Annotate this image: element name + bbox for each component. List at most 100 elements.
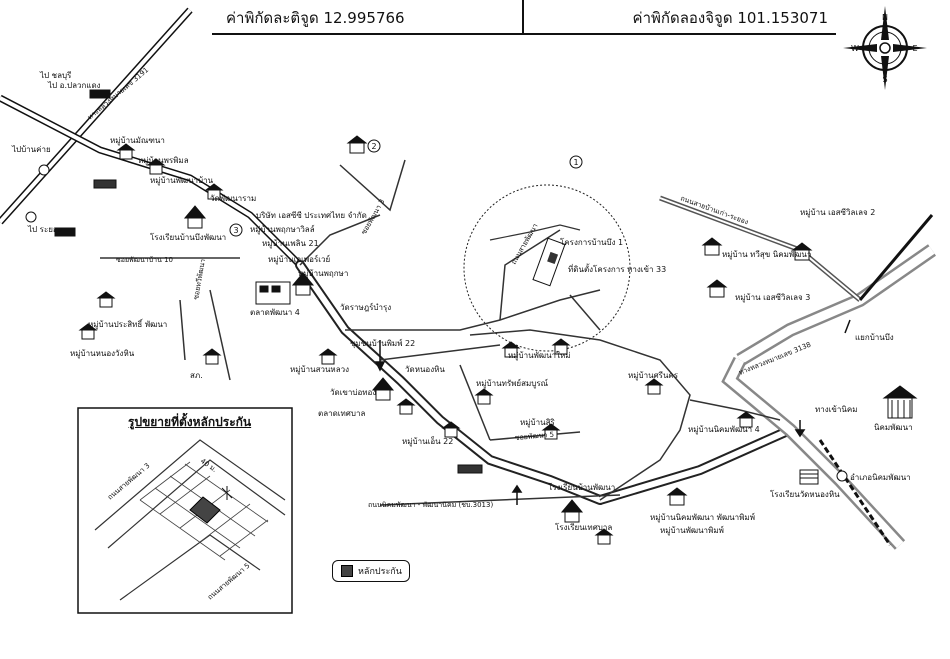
house-icon [666,487,688,506]
label-village-br: หมู่บ้านเอ็น 22 [402,436,453,447]
target-parcel [547,251,559,265]
longitude-label: ค่าพิกัดลองจิจูด 101.153071 [632,9,828,27]
road-s1: ซอยพัฒนาบ้าน 10 [116,256,173,264]
house-icon [501,341,521,358]
label-village-si: หมู่บ้านสิริ [520,418,555,428]
label-school3: โรงเรียนเทศบาล [555,522,612,532]
label-temple: วัดหนองหิน [405,365,445,374]
label-chonburi: ไป ชลบุรี [39,71,72,80]
legend-swatch [341,565,353,577]
house-icon [396,398,416,415]
label-village-sp: หมู่บ้านพฤกษาวิลล์ [250,224,315,235]
house-icon [594,528,614,545]
house-icon [701,237,723,256]
label-project: โครงการบ้านบึง 1 [560,237,623,247]
label-to-br: ไป อ.ปลวกแดง [47,81,101,90]
header-divider [522,0,524,33]
market-icon [255,281,291,305]
house-icon [791,242,813,261]
coordinates-header: ค่าพิกัดละติจูด 12.995766 ค่าพิกัดลองจิจ… [212,0,836,35]
label-school1: โรงเรียนบ้านบึงพัฒนา [150,232,226,242]
marker-2: 2 [371,142,376,151]
house-icon [474,388,494,405]
compass-w: W [851,44,859,53]
label-moo7: หมู่บ้านพัฒนาใหม่ [508,351,571,361]
label-village-sl: หมู่บ้านสวนหลวง [290,365,349,375]
label-moo-ph: หมู่บ้านนิคมพัฒนา พัฒนาพิมพ์ [650,512,755,523]
inset-map: ถนนสายพัฒนา 3 ถนนสายพัฒนา 5 40 ม. [77,407,293,614]
label-moo2-top: หมู่บ้านพรพิมล [138,156,189,166]
road-left2: ถนนสายพัฒนา [510,222,540,266]
house-icon [146,158,166,175]
label-village21: หมู่บ้านเพลิน 21 [262,239,319,249]
gas-station-icon [93,179,483,474]
house-icon [116,143,136,160]
label-wat: วัดพัฒนาราม [210,194,256,203]
school-icon [799,469,819,485]
inset-target-parcel [189,496,221,524]
label-to-right: ไปบ้านค่าย [11,145,51,154]
house-icon [441,421,461,438]
label-moo-phb: หมู่บ้านพัฒนาพิมพ์ [660,525,724,536]
label-moo4: ตลาดพัฒนา 4 [250,308,300,317]
road-bottom: ถนนนิคมพัฒนา - พัฒนานิคม (ชบ.3013) [368,501,493,509]
label-village-rn: หมู่บ้านทรัพย์สมบูรณ์ [476,378,549,389]
city-hall-icon [882,385,918,419]
inset-title: รูปขยายที่ตั้งหลักประกัน [128,415,252,429]
label-sub-office: แยกบ้านบึง [855,333,894,342]
label-village-tr: หมู่บ้านเอเพอร์เวย์ [268,254,330,265]
label-gate: ทางเข้านิคม [815,405,857,414]
compass-s: S [882,75,887,84]
label-moo22: ชุมชนบ้านพิมพ์ 22 [350,338,415,348]
label-nikhom: นิคมพัฒนา [874,423,913,432]
label-moo-r2: หมู่บ้าน ทวีสุข นิคมพัฒนา [722,250,811,260]
temple-icon [183,205,207,229]
label-police: สภ. [190,371,203,380]
marker-3: 3 [233,226,238,235]
road-mid2: ซอยพัฒนา 5 [514,431,554,442]
secondary-roads [100,159,781,506]
temple-icon [371,377,395,401]
label-target: ที่ดินตั้งโครงการ ทางเข้า 33 [568,263,666,274]
compass-n: N [882,13,888,22]
house-icon [736,411,756,428]
label-moo-r1: หมู่บ้าน เอสซีวิลเลจ 2 [800,208,875,218]
label-moo6: หมู่บ้านมัณฑนา [110,136,165,146]
label-moo-r4: หมู่บ้านนิคมพัฒนา 4 [688,425,760,435]
circled-markers: 2 3 1 [229,139,583,237]
house-icon [204,183,224,200]
label-moo3: หมู่บ้านประสิทธิ์ พัฒนา [88,318,167,330]
house-icon [551,338,571,355]
temple-icon [291,272,315,296]
zone-circle [463,184,631,352]
label-moo-r3: หมู่บ้าน เอสซีวิลเลจ 3 [735,293,810,303]
compass-rose-icon: N S W E [843,6,927,90]
legend-label: หลักประกัน [358,567,402,577]
house-icon [541,423,561,440]
pin-icon [25,164,848,482]
house-icon [96,291,116,308]
legend: หลักประกัน [332,560,410,582]
house-icon [318,348,338,365]
temple-icon [560,499,584,523]
label-moo8: หมู่บ้านศรีนคร [628,371,679,381]
railway [818,214,934,546]
latitude-label: ค่าพิกัดละติจูด 12.995766 [226,9,405,27]
direction-arrows [374,319,851,505]
factory-icon [54,89,111,237]
house-icon [644,378,664,395]
compass-e: E [912,44,917,53]
label-pk-top: หมู่บ้านพัฒนาบ้าน [150,176,214,186]
marker-1: 1 [573,158,578,167]
label-school2: โรงเรียนวัดหนองหิน [770,489,840,499]
label-rayong-top: ไป ระยอง [27,225,62,234]
highway-top-left [0,7,303,268]
house-icon [346,135,368,154]
label-village-pp: หมู่บ้านพฤกษา [298,269,348,279]
place-labels: หมู่บ้านมัณฑนา หมู่บ้านพรพิมล หมู่บ้านพั… [11,71,913,536]
building-icons [25,89,918,545]
label-n1: อำเภอนิคมพัฒนา [850,473,911,482]
label-school4: โรงเรียนบ้านพัฒนา [548,482,615,492]
house-icon [78,323,98,340]
